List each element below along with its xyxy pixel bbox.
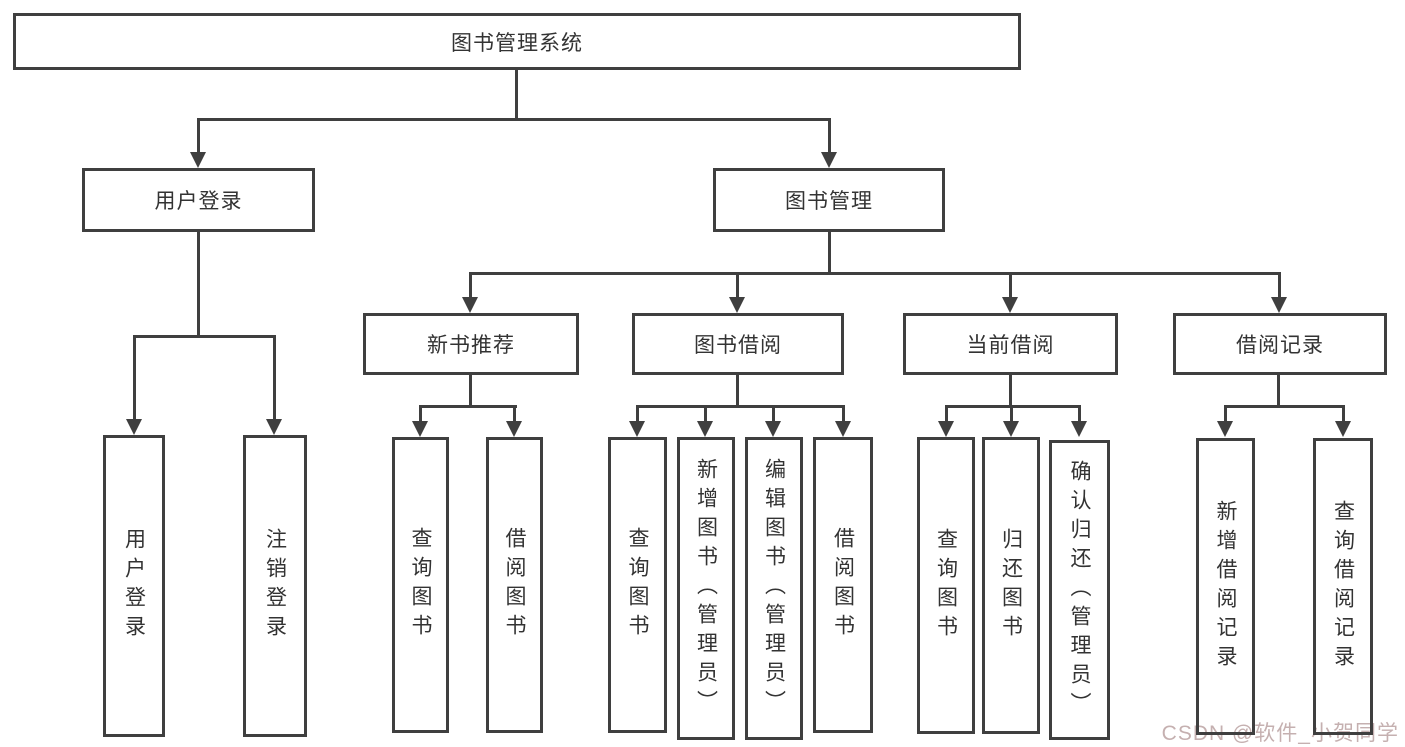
leaf-return-book: 归还图书 xyxy=(982,437,1040,734)
arrow-down-icon xyxy=(1271,297,1287,313)
arrow-down-icon xyxy=(765,421,781,437)
connector-line xyxy=(636,405,845,408)
csdn-watermark: CSDN @软件_小贺同学 xyxy=(1161,722,1399,745)
connector-line xyxy=(704,405,707,423)
node-new-book-recommend: 新书推荐 xyxy=(363,313,579,375)
node-label: 查询图书 xyxy=(934,527,958,644)
arrow-down-icon xyxy=(266,419,282,435)
node-label: 用户登录 xyxy=(122,528,146,644)
connector-line xyxy=(273,335,276,421)
arrow-down-icon xyxy=(729,297,745,313)
node-borrow-record: 借阅记录 xyxy=(1173,313,1387,375)
connector-line xyxy=(197,232,200,337)
node-label: 借阅图书 xyxy=(503,527,526,643)
arrow-down-icon xyxy=(126,419,142,435)
connector-line xyxy=(1009,272,1012,300)
node-label: 图书借阅 xyxy=(694,334,782,357)
node-label: 编辑图书（管理员） xyxy=(762,458,786,719)
node-label: 新书推荐 xyxy=(427,334,515,357)
node-label: 确认归还（管理员） xyxy=(1068,459,1091,721)
node-book-management: 图书管理 xyxy=(713,168,945,232)
connector-line xyxy=(1224,405,1345,408)
arrow-down-icon xyxy=(1217,421,1233,437)
node-label: 查询借阅记录 xyxy=(1331,499,1355,674)
node-label: 借阅记录 xyxy=(1236,334,1324,357)
connector-line xyxy=(828,232,831,274)
connector-line xyxy=(736,272,739,300)
connector-line xyxy=(419,405,422,423)
leaf-newbook-borrow-book: 借阅图书 xyxy=(486,437,543,733)
connector-line xyxy=(772,405,775,423)
connector-line xyxy=(197,118,200,154)
connector-line xyxy=(945,405,1081,408)
node-book-borrow: 图书借阅 xyxy=(632,313,844,375)
connector-line xyxy=(469,375,472,407)
leaf-confirm-return-admin: 确认归还（管理员） xyxy=(1049,440,1110,740)
arrow-down-icon xyxy=(1071,421,1087,437)
node-label: 借阅图书 xyxy=(831,527,855,643)
connector-line xyxy=(636,405,639,423)
node-label: 图书管理系统 xyxy=(451,31,583,55)
connector-line xyxy=(945,405,948,423)
arrow-down-icon xyxy=(506,421,522,437)
node-user-login: 用户登录 xyxy=(82,168,315,232)
node-label: 查询图书 xyxy=(626,527,649,643)
leaf-add-book-admin: 新增图书（管理员） xyxy=(677,437,735,740)
connector-line xyxy=(736,375,739,407)
connector-line xyxy=(1278,272,1281,300)
connector-line xyxy=(469,272,1281,275)
arrow-down-icon xyxy=(412,421,428,437)
node-label: 新增借阅记录 xyxy=(1214,499,1237,674)
connector-line xyxy=(1078,405,1081,423)
connector-line xyxy=(828,118,831,154)
connector-line xyxy=(419,405,517,408)
leaf-query-borrow-record: 查询借阅记录 xyxy=(1313,438,1373,735)
node-label: 归还图书 xyxy=(999,527,1023,644)
node-label: 当前借阅 xyxy=(966,334,1055,357)
node-root-library-system: 图书管理系统 xyxy=(13,13,1021,70)
leaf-current-query-book: 查询图书 xyxy=(917,437,975,734)
arrow-down-icon xyxy=(697,421,713,437)
connector-line xyxy=(515,70,518,120)
arrow-down-icon xyxy=(462,297,478,313)
node-label: 查询图书 xyxy=(409,527,432,643)
node-label: 注销登录 xyxy=(263,528,287,644)
arrow-down-icon xyxy=(190,152,206,168)
leaf-borrow-borrow-book: 借阅图书 xyxy=(813,437,873,733)
arrow-down-icon xyxy=(629,421,645,437)
connector-line xyxy=(133,335,136,421)
connector-line xyxy=(842,405,845,423)
arrow-down-icon xyxy=(1003,421,1019,437)
connector-line xyxy=(133,335,276,338)
arrow-down-icon xyxy=(1002,297,1018,313)
node-label: 用户登录 xyxy=(154,190,243,213)
leaf-logout: 注销登录 xyxy=(243,435,307,737)
leaf-edit-book-admin: 编辑图书（管理员） xyxy=(745,437,803,740)
arrow-down-icon xyxy=(835,421,851,437)
leaf-newbook-query-book: 查询图书 xyxy=(392,437,449,733)
connector-line xyxy=(1009,375,1012,407)
connector-line xyxy=(513,405,516,423)
node-current-borrow: 当前借阅 xyxy=(903,313,1118,375)
arrow-down-icon xyxy=(821,152,837,168)
node-label: 图书管理 xyxy=(785,190,873,213)
arrow-down-icon xyxy=(938,421,954,437)
connector-line xyxy=(197,118,831,121)
connector-line xyxy=(1010,405,1013,423)
leaf-add-borrow-record: 新增借阅记录 xyxy=(1196,438,1255,735)
arrow-down-icon xyxy=(1335,421,1351,437)
connector-line xyxy=(1224,405,1227,423)
leaf-user-login: 用户登录 xyxy=(103,435,165,737)
leaf-borrow-query-book: 查询图书 xyxy=(608,437,667,733)
connector-line xyxy=(469,272,472,300)
connector-line xyxy=(1277,375,1280,407)
connector-line xyxy=(1342,405,1345,423)
node-label: 新增图书（管理员） xyxy=(694,458,718,719)
